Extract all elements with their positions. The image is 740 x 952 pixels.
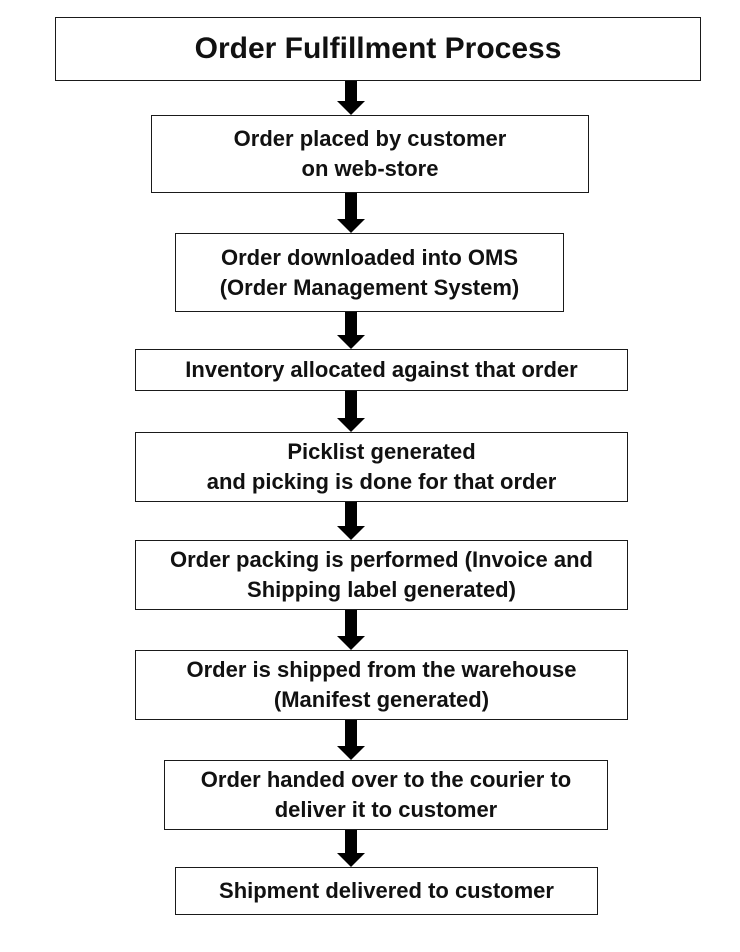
arrow-down-icon bbox=[337, 391, 365, 432]
step-order-placed: Order placed by customer on web-store bbox=[151, 115, 589, 193]
arrow-down-icon bbox=[337, 193, 365, 233]
step-shipment-delivered: Shipment delivered to customer bbox=[175, 867, 598, 915]
arrow-down-icon bbox=[337, 610, 365, 650]
arrow-down-icon bbox=[337, 720, 365, 760]
step-order-downloaded: Order downloaded into OMS (Order Managem… bbox=[175, 233, 564, 312]
step-picklist-generated: Picklist generated and picking is done f… bbox=[135, 432, 628, 502]
arrow-down-icon bbox=[337, 502, 365, 540]
arrow-down-icon bbox=[337, 312, 365, 349]
step-inventory-allocated: Inventory allocated against that order bbox=[135, 349, 628, 391]
arrow-down-icon bbox=[337, 81, 365, 115]
arrow-down-icon bbox=[337, 830, 365, 867]
step-order-shipped: Order is shipped from the warehouse (Man… bbox=[135, 650, 628, 720]
step-order-packing: Order packing is performed (Invoice and … bbox=[135, 540, 628, 610]
diagram-title: Order Fulfillment Process bbox=[55, 17, 701, 81]
step-order-handed-over: Order handed over to the courier to deli… bbox=[164, 760, 608, 830]
